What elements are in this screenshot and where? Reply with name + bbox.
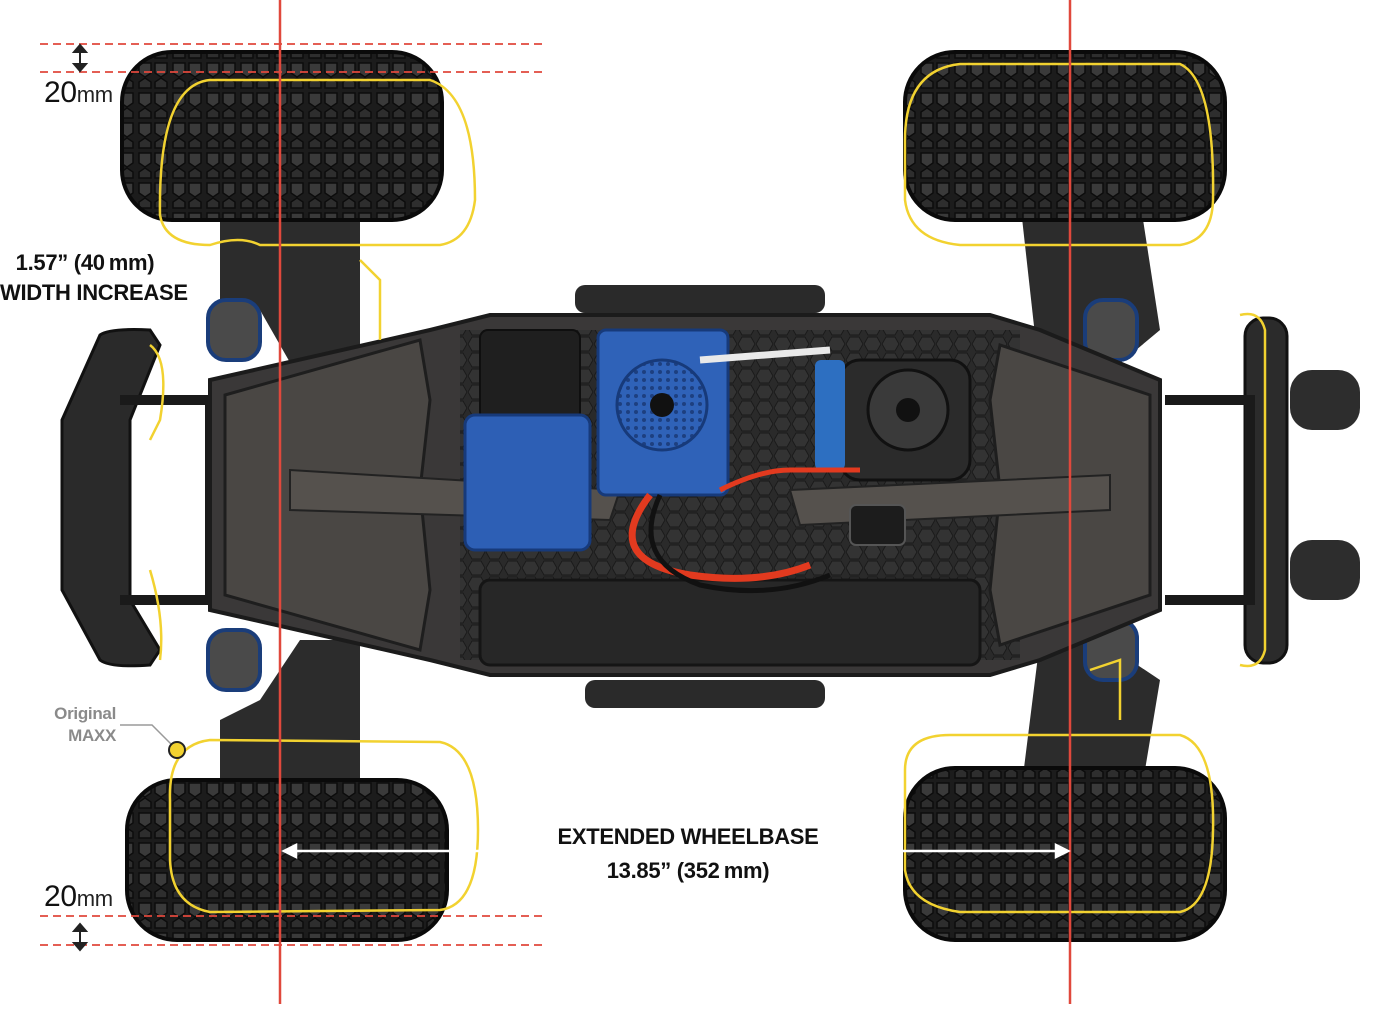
bottom-offset-unit: mm <box>76 886 113 911</box>
width-increase-caption: WIDTH INCREASE <box>0 280 188 305</box>
legend-leader-line <box>120 724 176 749</box>
top-offset-value: 20 <box>44 76 77 109</box>
width-increase-value: 1.57” (40 mm) <box>15 250 155 275</box>
tire-front-left <box>120 50 444 222</box>
tire-rear-right <box>903 766 1227 942</box>
legend-line-2: MAXX <box>68 726 116 745</box>
yellow-dot-icon <box>168 741 186 759</box>
bottom-offset-value: 20 <box>44 880 77 913</box>
left-bumper <box>60 328 162 668</box>
double-arrow-vertical-icon <box>71 922 89 952</box>
tire-rear-left <box>125 778 449 942</box>
tire-front-right <box>903 50 1227 222</box>
double-arrow-horizontal-icon <box>281 842 1071 860</box>
top-offset-label: 20mm <box>44 76 113 110</box>
width-increase-label: 1.57” (40 mm) WIDTH INCREASE <box>0 248 188 308</box>
guide-lines <box>40 0 1072 1004</box>
chassis <box>208 285 1162 708</box>
bottom-offset-label: 20mm <box>44 880 113 914</box>
legend-label: Original MAXX <box>30 703 116 747</box>
wheelbase-caption: EXTENDED WHEELBASE <box>557 824 819 849</box>
original-maxx-outline <box>148 62 1267 914</box>
wheelbase-label: EXTENDED WHEELBASE 13.85” (352 mm) <box>548 820 828 888</box>
legend-line-1: Original <box>54 704 116 723</box>
double-arrow-vertical-icon <box>71 43 89 73</box>
wheelbase-value: 13.85” (352 mm) <box>606 858 770 883</box>
legend <box>120 724 186 759</box>
top-offset-unit: mm <box>76 82 113 107</box>
